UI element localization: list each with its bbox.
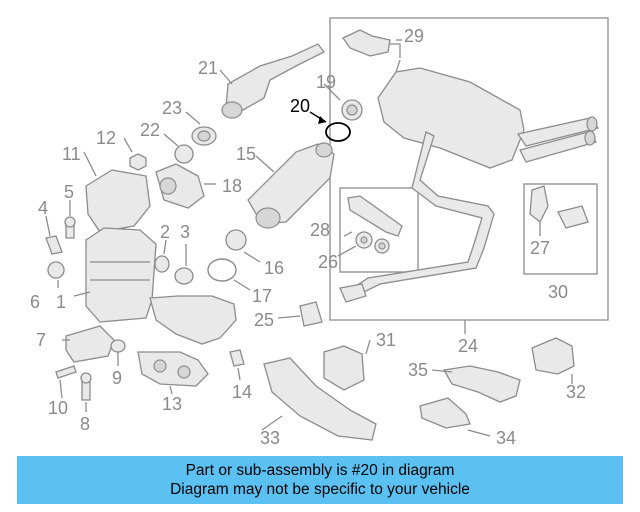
clamp-25: [299, 301, 323, 327]
hanger-group-box: [339, 187, 419, 273]
bolt-14: [229, 349, 245, 367]
callout-33: 33: [260, 428, 280, 448]
callout-1: 1: [56, 292, 66, 312]
bracket-4: [45, 235, 63, 255]
callout-26: 26: [318, 252, 338, 272]
seal-ring: [174, 144, 194, 164]
callout-4: 4: [38, 198, 48, 218]
bracket-32: [531, 337, 575, 375]
stud: [55, 365, 77, 379]
clamp-3: [174, 267, 194, 285]
callout-16: 16: [264, 258, 284, 278]
callout-2: 2: [160, 222, 170, 242]
heat-shield-31: [323, 345, 365, 391]
banner-part-line: Part or sub-assembly is #20 in diagram: [185, 462, 455, 479]
heat-shield-35: [442, 365, 521, 403]
gasket-2: [154, 255, 170, 273]
callout-12: 12: [96, 128, 116, 148]
rear-muffler: [377, 67, 525, 169]
support-bracket: [65, 325, 115, 363]
bumper-bracket: [529, 185, 549, 224]
callout-8: 8: [80, 414, 90, 434]
manifold-gasket: [137, 351, 209, 387]
callout-5: 5: [64, 182, 74, 202]
callout-35: 35: [408, 360, 428, 380]
turbo-outlet: [155, 163, 205, 209]
callout-29: 29: [404, 26, 424, 46]
callout-numbers: 1 2 3 4 5 6 7 8 9 10 11 12 13 14 15 16 1…: [30, 26, 586, 448]
callout-31: 31: [376, 330, 396, 350]
underbody-heat-shield: [263, 357, 377, 441]
callout-17: 17: [252, 286, 272, 306]
callout-23: 23: [162, 98, 182, 118]
callout-27: 27: [530, 238, 550, 258]
callout-9: 9: [112, 368, 122, 388]
exhaust-hanger: [347, 195, 403, 237]
callout-28: 28: [310, 220, 330, 240]
callout-10: 10: [48, 398, 68, 418]
clamp-16: [225, 229, 247, 251]
gasket-17: [207, 258, 237, 282]
callout-34: 34: [496, 428, 516, 448]
front-pipe-section: [149, 295, 237, 345]
callout-18: 18: [222, 176, 242, 196]
info-banner: Part or sub-assembly is #20 in diagram D…: [17, 456, 623, 504]
callout-24: 24: [458, 336, 478, 356]
bracket-group-box: [523, 183, 598, 275]
callout-21: 21: [198, 58, 218, 78]
grommet-6: [47, 261, 65, 279]
washer: [110, 339, 126, 353]
callout-14: 14: [232, 382, 252, 402]
manifold-converter: [85, 227, 157, 323]
callout-19: 19: [316, 72, 336, 92]
exhaust-gasket-20: [325, 122, 351, 142]
callout-13: 13: [162, 394, 182, 414]
callout-11: 11: [62, 144, 81, 164]
nut: [129, 153, 147, 171]
exhaust-parts-diagram: 1 2 3 4 5 6 7 8 9 10 11 12 13 14 15 16 1…: [30, 17, 609, 448]
callout-7: 7: [36, 330, 46, 350]
leader-lines: [45, 39, 573, 437]
bolt: [64, 216, 76, 228]
banner-disclaimer-line: Diagram may not be specific to your vehi…: [170, 481, 470, 498]
callout-25: 25: [254, 310, 274, 330]
heat-shield-34: [419, 397, 471, 429]
heat-shield: [85, 169, 151, 233]
callout-30: 30: [548, 282, 568, 302]
callout-32: 32: [566, 382, 586, 402]
callout-6: 6: [30, 292, 40, 312]
callout-22: 22: [140, 120, 160, 140]
rear-exhaust-group-box: [329, 17, 609, 321]
callout-15: 15: [236, 144, 256, 164]
muffler-hanger-bracket: [342, 29, 391, 57]
exhaust-pipe: [348, 131, 495, 295]
callout-20: 20: [290, 96, 310, 116]
callout-3: 3: [180, 222, 190, 242]
